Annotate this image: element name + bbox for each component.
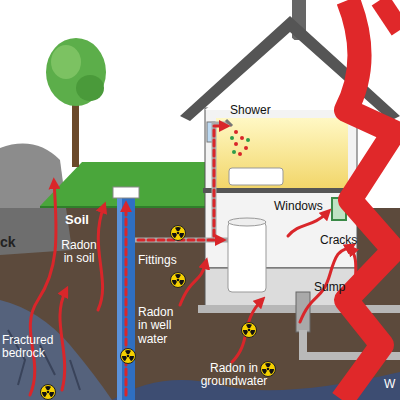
spray-drop [238,152,242,156]
tank-top [228,218,266,226]
label-text: Radon in groundwater [196,362,272,389]
label-text: Windows [274,200,330,213]
label-text: Fractured bedrock [2,334,64,361]
bedrock [0,300,112,400]
well-pipe [117,196,135,400]
radon-arrow [98,206,104,310]
radiation-symbol [261,362,276,377]
spray-drop [232,150,236,154]
spray-drop [234,130,238,134]
spray-drop [246,138,250,142]
label-text: Cracks [320,234,368,247]
red-overmark [342,0,394,400]
label-text: Fittings [138,254,188,267]
spray-drop [244,146,248,150]
shower-spray [234,130,248,156]
radon-arrow [60,290,66,390]
radon-arrow [30,182,56,395]
well-cap [113,187,139,198]
label-text: ck [0,235,30,251]
radon-arrows [30,126,360,395]
spray-drop [240,136,244,140]
tree-highlight [51,45,81,79]
water-tank [228,222,266,292]
radon-arrow [214,126,226,236]
radiation-symbol [41,385,56,400]
radiation-symbol [242,323,257,338]
spray-drop [234,142,238,146]
floor [203,188,359,193]
well-highlight [117,196,122,400]
radon-arrow [232,300,262,362]
tree-shade [76,75,104,101]
label-text: W [384,378,400,391]
radiation-symbol [121,349,136,364]
label-text: Soil [56,213,98,228]
radon-arrow [125,205,128,395]
riser-pipe [214,124,228,240]
radon-arrow [288,212,328,236]
label-text: Sump [314,281,354,294]
radiation-symbol [171,226,186,241]
bathroom [216,118,348,188]
spray-drop [230,136,234,140]
shower-spray-green [230,136,250,154]
radiation-symbol [171,273,186,288]
label-text: Radon in well water [138,306,180,346]
bathtub [229,168,283,185]
red-overmark [380,0,400,30]
label-text: Shower [230,104,280,117]
label-text: Radon in soil [56,239,102,266]
rock-underground [0,208,72,255]
tree-canopy [46,38,106,106]
